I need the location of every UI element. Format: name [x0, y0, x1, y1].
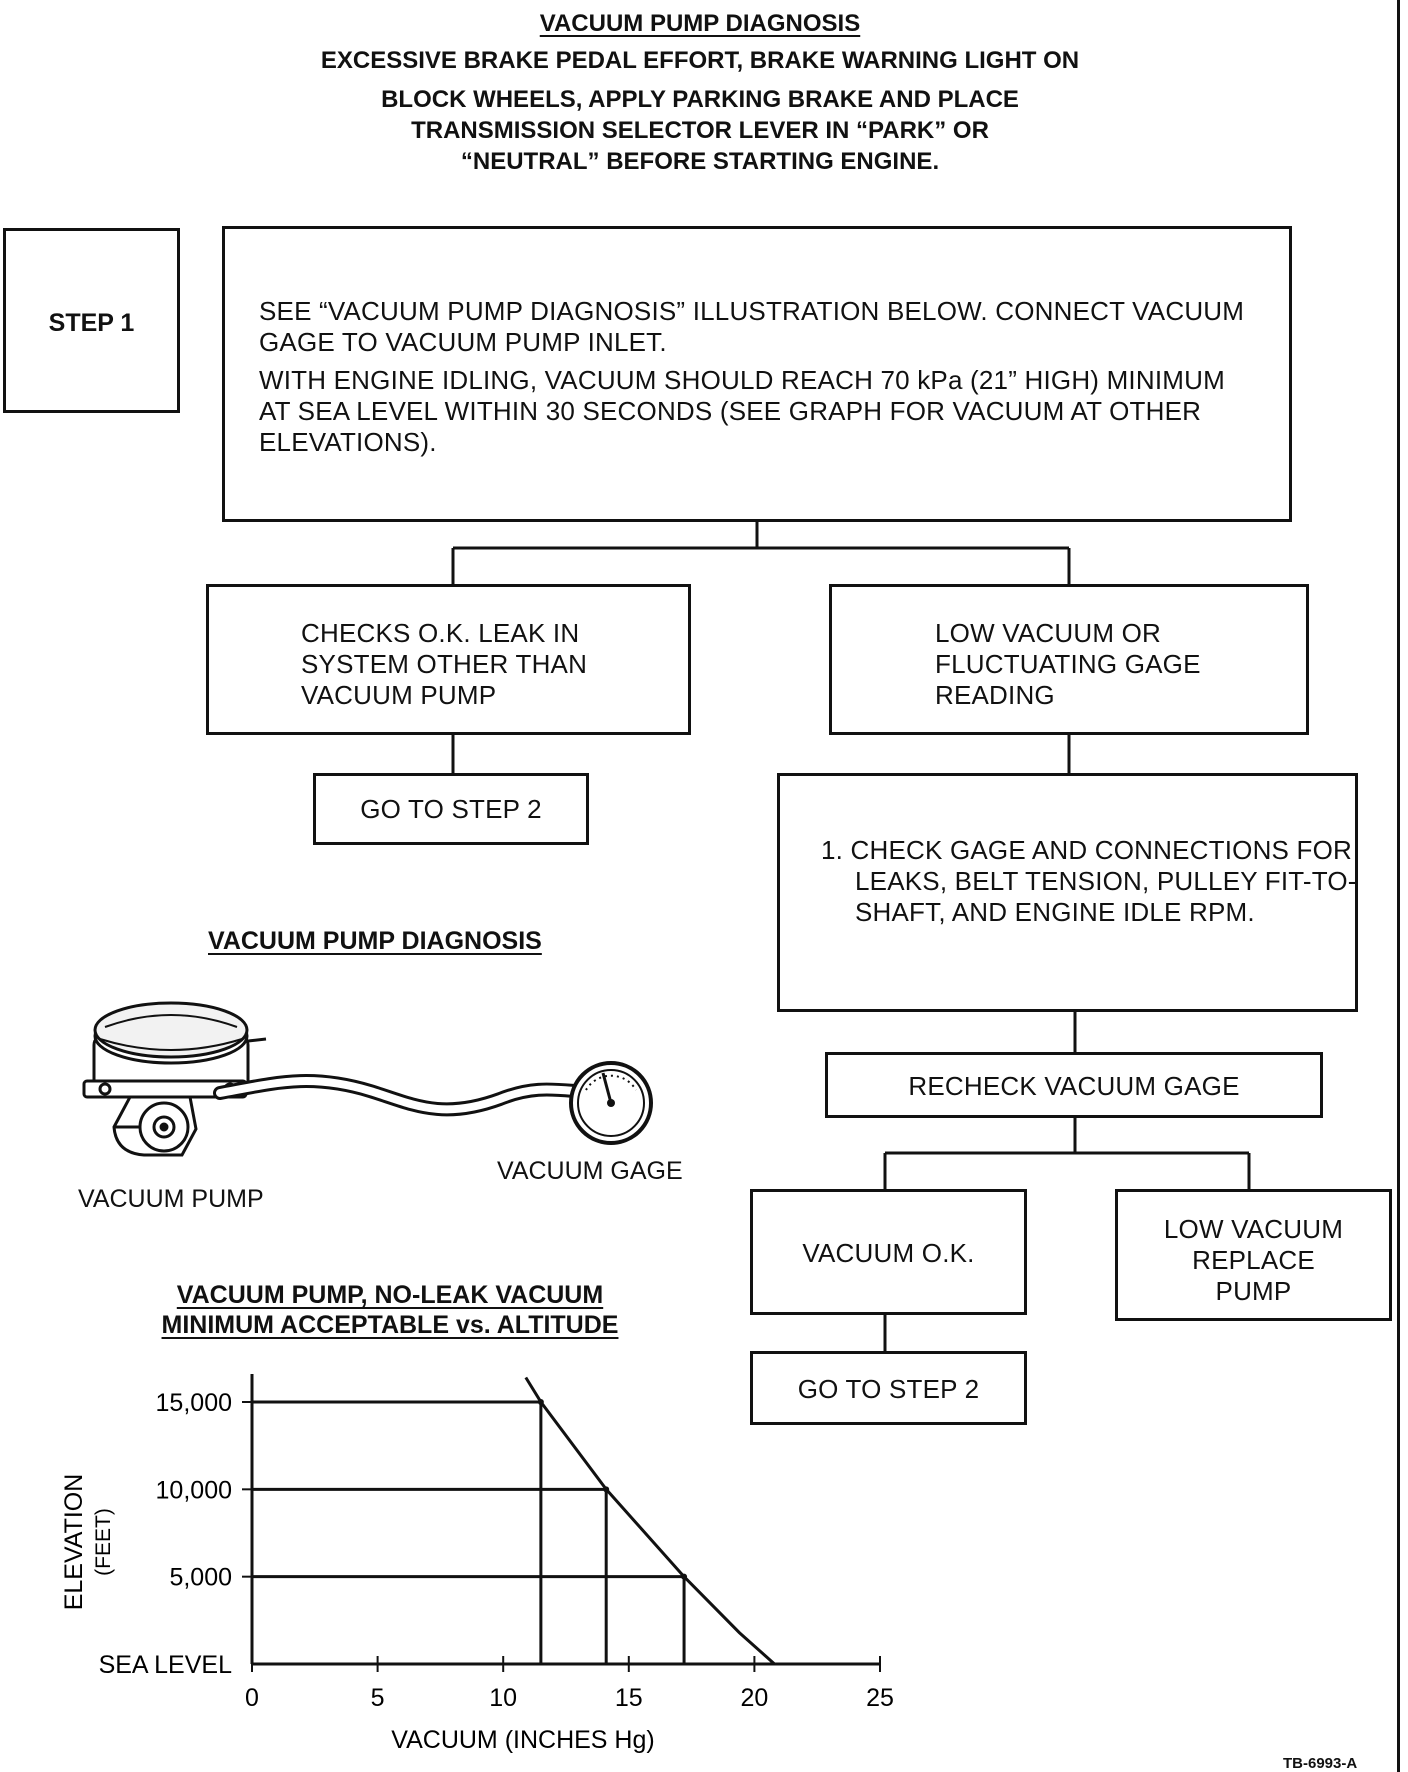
step-label-box: STEP 1 — [3, 228, 180, 413]
chart-x-tick-label: 0 — [245, 1684, 259, 1712]
chart-x-tick-label: 5 — [371, 1684, 385, 1712]
vacuum-pump-label: VACUUM PUMP — [78, 1185, 264, 1213]
vacuum-gage-icon — [569, 1061, 653, 1145]
chart-x-tick-label: 15 — [615, 1684, 643, 1712]
goto-step2-text-b: GO TO STEP 2 — [797, 1374, 980, 1404]
vacuum-ok-text: VACUUM O.K. — [802, 1238, 975, 1268]
chart-y-tick-label: SEA LEVEL — [99, 1651, 233, 1679]
illustration-title: VACUUM PUMP DIAGNOSIS — [208, 927, 542, 955]
page-title: VACUUM PUMP DIAGNOSIS — [539, 10, 861, 37]
vacuum-pump-illustration — [82, 1001, 653, 1157]
step-label: STEP 1 — [48, 309, 135, 337]
vacuum-gage-label: VACUUM GAGE — [497, 1157, 683, 1185]
chart-title: VACUUM PUMP, NO-LEAK VACUUM MINIMUM ACCE… — [161, 1281, 619, 1339]
step1-box: SEE “VACUUM PUMP DIAGNOSIS” ILLUSTRATION… — [222, 226, 1292, 522]
checks-ok-text: CHECKS O.K. LEAK IN SYSTEM OTHER THAN VA… — [301, 618, 588, 710]
checks-ok-box: CHECKS O.K. LEAK IN SYSTEM OTHER THAN VA… — [206, 584, 691, 735]
chart-y-tick-label: 15,000 — [156, 1389, 232, 1417]
replace-pump-text: LOW VACUUM REPLACE PUMP — [1163, 1214, 1344, 1306]
low-vacuum-text: LOW VACUUM OR FLUCTUATING GAGE READING — [935, 618, 1201, 710]
replace-pump-box: LOW VACUUM REPLACE PUMP — [1115, 1189, 1392, 1321]
page-border — [1397, 0, 1400, 1772]
chart-y-axis-label: ELEVATION — [60, 1474, 88, 1611]
chart-y-axis-unit: (FEET) — [92, 1508, 115, 1576]
page-subtitle: EXCESSIVE BRAKE PEDAL EFFORT, BRAKE WARN… — [320, 47, 1080, 74]
low-vacuum-box: LOW VACUUM OR FLUCTUATING GAGE READING — [829, 584, 1309, 735]
chart-x-axis-label: VACUUM (INCHES Hg) — [391, 1726, 654, 1754]
chart-y-tick-label: 5,000 — [169, 1564, 232, 1592]
goto-step2-box-b: GO TO STEP 2 — [750, 1351, 1027, 1425]
instruction-line-3: “NEUTRAL” BEFORE STARTING ENGINE. — [460, 148, 940, 175]
vacuum-ok-box: VACUUM O.K. — [750, 1189, 1027, 1315]
step1-instruction-2: WITH ENGINE IDLING, VACUUM SHOULD REACH … — [259, 365, 1225, 457]
chart-x-tick-label: 10 — [489, 1684, 517, 1712]
chart-x-tick-label: 25 — [866, 1684, 894, 1712]
chart-x-tick-label: 20 — [740, 1684, 768, 1712]
recheck-box: RECHECK VACUUM GAGE — [825, 1052, 1323, 1118]
instruction-line-2: TRANSMISSION SELECTOR LEVER IN “PARK” OR — [411, 117, 989, 144]
recheck-text: RECHECK VACUUM GAGE — [908, 1071, 1240, 1101]
step1-instruction-1: SEE “VACUUM PUMP DIAGNOSIS” ILLUSTRATION… — [259, 296, 1245, 357]
check-gage-box: 1. CHECK GAGE AND CONNECTIONS FOR LEAKS,… — [777, 773, 1358, 1012]
goto-step2-box-a: GO TO STEP 2 — [313, 773, 589, 845]
chart-y-tick-label: 10,000 — [156, 1476, 232, 1504]
chart-series-line — [524, 1376, 776, 1666]
goto-step2-text-a: GO TO STEP 2 — [360, 794, 542, 824]
instruction-line-1: BLOCK WHEELS, APPLY PARKING BRAKE AND PL… — [381, 86, 1019, 113]
figure-id: TB-6993-A — [1283, 1755, 1358, 1772]
check-gage-text: 1. CHECK GAGE AND CONNECTIONS FOR LEAKS,… — [821, 835, 1357, 927]
